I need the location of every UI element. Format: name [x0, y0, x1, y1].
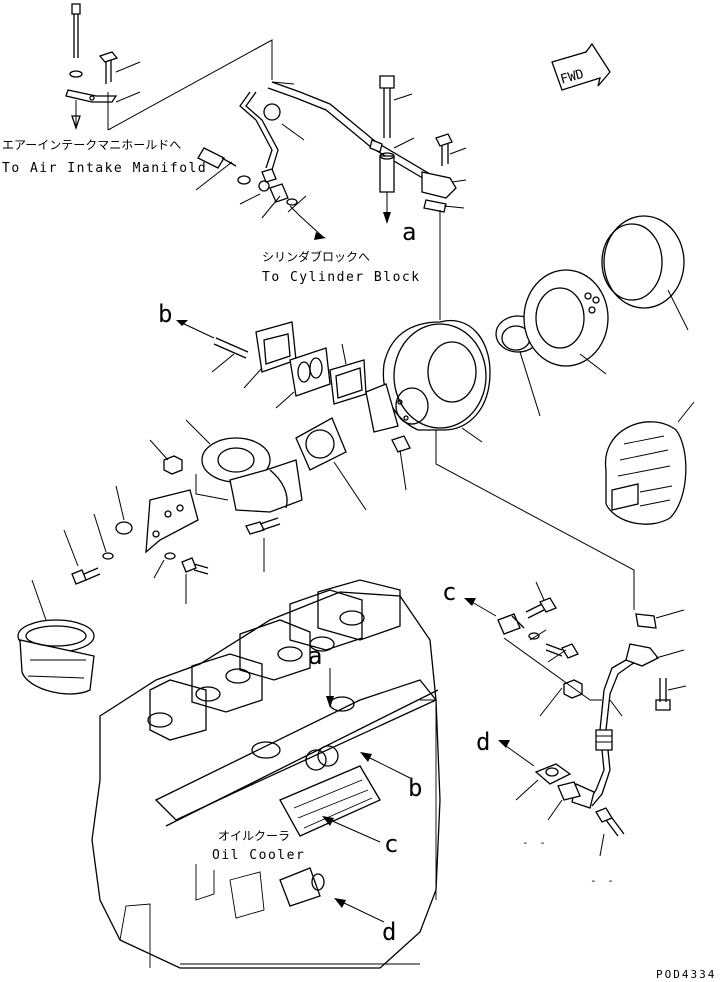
gasket-right-lower [557, 781, 581, 801]
dash-mark-1: - - [522, 836, 548, 849]
bracket-mid-left [145, 489, 199, 554]
arrow-c-engine [322, 816, 381, 843]
leader-intake-connector [31, 579, 47, 621]
drain-clamp-bracket [497, 613, 525, 635]
gasket-square-1 [255, 321, 297, 373]
ref-letter-a-top: a [402, 218, 416, 246]
air-cleaner-element [601, 215, 685, 309]
arrow-to-cylinder-block [314, 232, 326, 240]
oil-cooler-label-jp: オイルクーラ [218, 829, 290, 843]
bolt-right-upper [525, 597, 557, 640]
connector-fitting-left [197, 147, 237, 169]
arrow-b-left [176, 320, 215, 339]
drain-tube [571, 643, 660, 809]
intake-connector [17, 619, 95, 695]
heat-shield-cover [604, 421, 687, 525]
fitting-parts-center [237, 175, 298, 206]
arrow-b-engine [360, 752, 411, 779]
compressor-cover [523, 269, 609, 367]
clamp-bracket-top-left [65, 89, 118, 103]
engine-block [91, 579, 441, 969]
leader-lines-top-center [195, 81, 467, 237]
arrow-down-left [71, 115, 81, 131]
ref-letter-d-right: d [476, 728, 490, 756]
washer-mid-left [102, 552, 176, 560]
turbocharger [365, 319, 491, 453]
arrow-c-right [464, 598, 497, 617]
drain-flange [534, 763, 572, 785]
forward-badge-text: FWD [559, 67, 586, 88]
leader-lines-turbo [399, 210, 695, 610]
ref-letter-a-engine: a [308, 642, 322, 670]
gasket-right-upper [635, 613, 657, 629]
arrow-down-a [383, 192, 391, 224]
round-gasket [295, 417, 347, 471]
leader-lines-right [503, 581, 687, 857]
leader-lines-top-left [75, 39, 273, 131]
forward-direction-badge: FWD [551, 42, 611, 91]
ref-letter-c-engine: c [384, 830, 398, 858]
bolt-mid-left [245, 517, 281, 535]
air-intake-label-jp: エアーインテークマニホールドへ [2, 138, 181, 152]
dash-mark-2: - - [590, 874, 616, 887]
air-intake-label-en: To Air Intake Manifold [2, 161, 207, 176]
bolt-lower-left [71, 567, 101, 585]
sleeve-vertical [379, 152, 395, 193]
bolt-lower-center [181, 557, 209, 575]
bolt-right-middle [545, 643, 579, 659]
bolt-top-left [98, 51, 119, 84]
arrow-d-right [498, 740, 535, 767]
arrow-d-engine [334, 898, 385, 923]
nut-mid-left [163, 455, 183, 475]
cylinder-block-label-en: To Cylinder Block [262, 270, 421, 285]
bolt-right-lower [595, 807, 625, 837]
oil-inlet-tube [239, 81, 457, 199]
cylinder-block-label-jp: シリンダブロックへ [262, 249, 370, 264]
spacer-block [289, 347, 331, 397]
ref-letter-b-engine: b [408, 774, 422, 802]
long-bolt-top-left [71, 3, 81, 58]
small-bolt-center [435, 133, 453, 166]
ref-letter-b-left: b [158, 300, 172, 328]
banjo-bolt-vertical [379, 75, 395, 138]
exhaust-elbow [201, 437, 303, 513]
bolt-right-side [655, 678, 671, 711]
washer-top-left [69, 70, 83, 78]
arrow-a-engine [326, 668, 334, 708]
gasket-square-2 [329, 359, 367, 405]
spacer-bushing [115, 521, 133, 535]
gasket-top [423, 199, 447, 213]
ref-letter-d-engine: d [382, 918, 396, 946]
drawing-code: POD4334 [656, 968, 716, 981]
leader-lines-mid-left [63, 343, 367, 604]
stud-bolt [213, 337, 249, 359]
oil-cooler-label-en: Oil Cooler [212, 848, 305, 863]
ref-letter-c-right: c [442, 578, 456, 606]
